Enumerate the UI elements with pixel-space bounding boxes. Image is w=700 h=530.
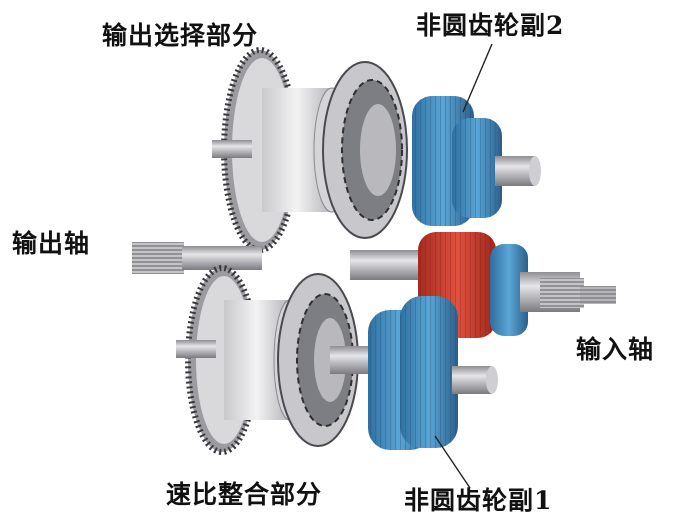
lower-assembly	[176, 265, 498, 455]
leader-line-gear-pair-2	[462, 43, 493, 113]
leader-line-gear-pair-1	[434, 435, 471, 489]
label-output-selection: 输出选择部分	[102, 21, 259, 50]
label-input-shaft: 输入轴	[576, 335, 655, 364]
center-gear-group	[350, 232, 616, 338]
input-shaft	[520, 272, 616, 312]
label-output-shaft: 输出轴	[12, 229, 91, 258]
upper-assembly	[212, 47, 541, 253]
label-ratio-integration: 速比整合部分	[166, 480, 323, 509]
label-noncircular-gear-pair-1: 非圆齿轮副1	[404, 486, 553, 515]
output-shaft	[132, 242, 262, 274]
noncircular-gear-pair-1	[368, 296, 458, 450]
noncircular-gear-pair-2	[412, 96, 502, 226]
label-noncircular-gear-pair-2: 非圆齿轮副2	[416, 11, 565, 40]
